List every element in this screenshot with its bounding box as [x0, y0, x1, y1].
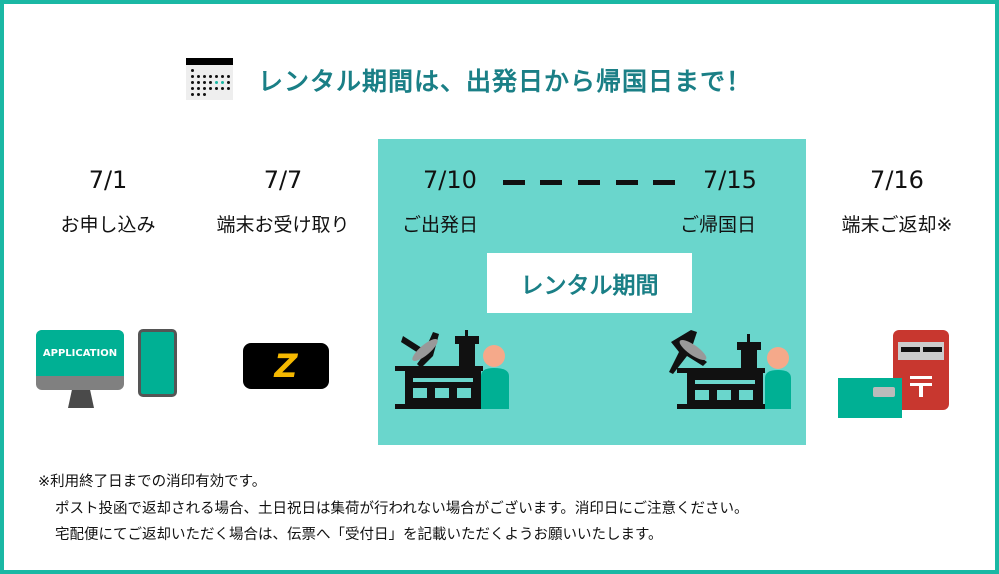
- note-line-1: ※利用終了日までの消印有効です。: [38, 474, 267, 490]
- calendar-dot: [191, 69, 194, 72]
- calendar-dot: [209, 81, 212, 84]
- calendar-dot: [215, 87, 218, 90]
- dash: [578, 180, 600, 185]
- dash: [503, 180, 525, 185]
- calendar-dot: [197, 75, 200, 78]
- step-date-return-home: 7/15: [703, 166, 757, 194]
- application-text: APPLICATION: [36, 330, 124, 376]
- step-date-apply: 7/1: [88, 166, 128, 194]
- calendar-dot: [221, 87, 224, 90]
- calendar-dot: [215, 81, 218, 84]
- calendar-dot: [197, 93, 200, 96]
- calendar-dot: [209, 75, 212, 78]
- step-date-device-return: 7/16: [870, 166, 924, 194]
- calendar-dot: [227, 87, 230, 90]
- device-logo-icon: Z: [243, 343, 329, 389]
- calendar-dot: [203, 87, 206, 90]
- airport-arrival-icon: [669, 330, 791, 409]
- calendar-dot: [203, 93, 206, 96]
- dash: [616, 180, 638, 185]
- calendar-dot: [221, 81, 224, 84]
- calendar-dot: [227, 75, 230, 78]
- page-title: レンタル期間は、出発日から帰国日まで！: [258, 67, 753, 96]
- airport-departure-icon: [395, 330, 509, 409]
- dash: [653, 180, 675, 185]
- smartphone-icon: [138, 329, 177, 397]
- note-line-3: 宅配便にてご返却いただく場合は、伝票へ「受付日」を記載いただくようお願いいたしま…: [55, 527, 663, 543]
- step-label-departure: ご出発日: [402, 214, 479, 236]
- calendar-dot: [209, 87, 212, 90]
- calendar-dot: [221, 75, 224, 78]
- calendar-dot: [191, 93, 194, 96]
- step-label-return-home: ご帰国日: [680, 214, 757, 236]
- calendar-dot: [191, 75, 194, 78]
- step-date-receive: 7/7: [263, 166, 303, 194]
- rental-period-badge: レンタル期間: [487, 253, 692, 313]
- calendar-dot: [191, 81, 194, 84]
- calendar-dot: [197, 81, 200, 84]
- calendar-dot: [197, 87, 200, 90]
- calendar-dot: [203, 75, 206, 78]
- postbox-return-icon: [838, 330, 949, 418]
- calendar-dot: [191, 87, 194, 90]
- step-label-receive: 端末お受け取り: [216, 214, 350, 236]
- calendar-dot: [203, 81, 206, 84]
- calendar-dot: [215, 75, 218, 78]
- step-date-departure: 7/10: [423, 166, 477, 194]
- note-line-2: ポスト投函で返却される場合、土日祝日は集荷が行われない場合がございます。消印日に…: [55, 501, 749, 517]
- step-label-device-return: 端末ご返却※: [841, 214, 953, 236]
- calendar-dot: [227, 81, 230, 84]
- computer-icon: APPLICATION: [36, 330, 124, 408]
- step-label-apply: お申し込み: [60, 214, 156, 236]
- calendar-icon: [186, 58, 233, 100]
- dash: [540, 180, 562, 185]
